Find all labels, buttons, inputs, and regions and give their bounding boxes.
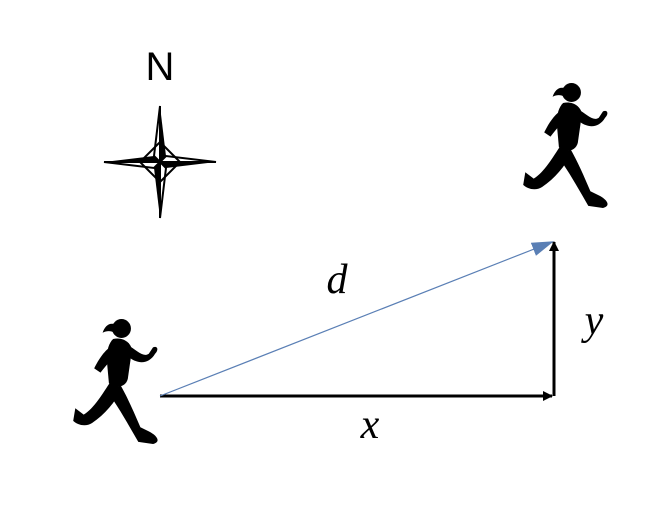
north-label: N [146,45,175,89]
d-vector-arrow [159,241,554,397]
runner-start-icon [73,319,158,444]
x-label: x [360,402,380,448]
y-label: y [581,298,604,344]
compass: N [103,45,217,219]
d-label: d [327,257,349,303]
runner-end-icon [523,83,608,208]
compass-rose-icon [103,105,217,219]
